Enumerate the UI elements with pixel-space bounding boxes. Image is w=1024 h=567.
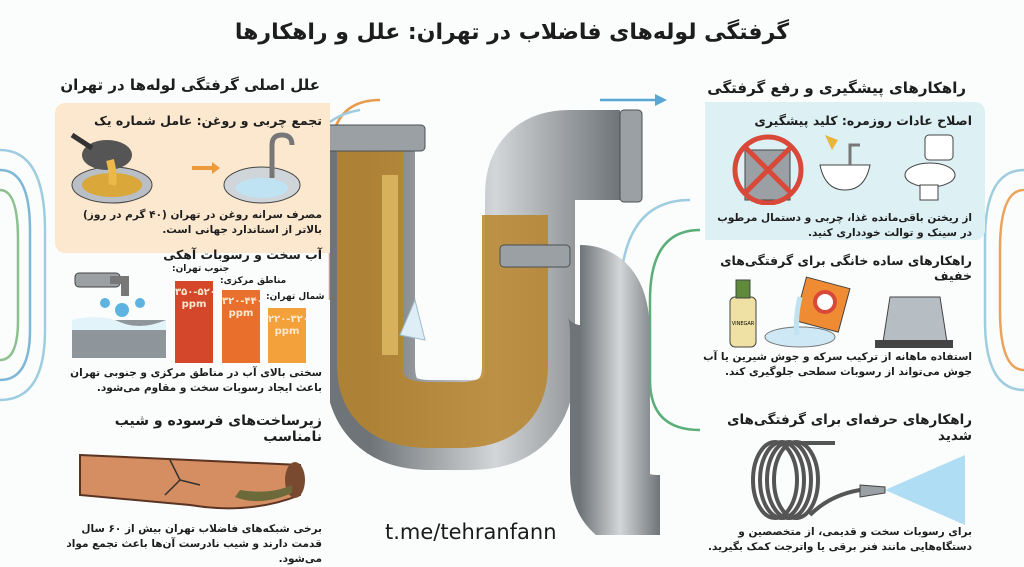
hard-water-title: آب سخت و رسوبات آهکی (163, 247, 322, 262)
bar-label-central: مناطق مرکزی: (220, 276, 287, 286)
cracked-pipe-icon (79, 453, 305, 510)
home-title: راهکارهای ساده خانگی برای گرفتگی‌های خفی… (720, 253, 972, 283)
habits-icons (732, 134, 956, 205)
infra-text: برخی شبکه‌های فاضلاب تهران بیش از ۶۰ سال… (66, 523, 322, 565)
hard-water-text: سختی بالای آب در مناطق مرکزی و جنوبی تهر… (70, 367, 322, 394)
habits-title: اصلاح عادات روزمره: کلید پیشگیری (754, 113, 972, 128)
clogged-pipe-illustration (330, 109, 662, 535)
page-title: گرفتگی لوله‌های فاضلاب در تهران: علل و ر… (234, 20, 790, 45)
vinegar-label: VINEGAR (732, 321, 755, 327)
solutions-heading: راهکارهای پیشگیری و رفع گرفتگی (707, 79, 966, 97)
causes-heading: علل اصلی گرفتگی لوله‌ها در تهران (60, 76, 320, 94)
telegram-channel-link[interactable]: t.me/tehranfann (385, 520, 557, 544)
dripping-faucet-icon (72, 272, 166, 358)
infra-title: زیرساخت‌های فرسوده و شیب نامناسب (114, 413, 322, 445)
fat-title: تجمع چربی و روغن: عامل شماره یک (94, 113, 322, 128)
fat-text: مصرف سرانه روغن در تهران (۴۰ گرم در روز)… (83, 209, 322, 236)
bar-label-south: جنوب تهران: (172, 264, 230, 274)
pro-text: برای رسوبات سخت و قدیمی، از متخصصین و دس… (708, 526, 972, 553)
pro-title: راهکارهای حرفه‌ای برای گرفتگی‌های شدید (727, 412, 972, 444)
habits-text: از ریختن باقی‌مانده غذا، چربی و دستمال م… (717, 212, 972, 239)
home-text: استفاده ماهانه از ترکیب سرکه و جوش شیرین… (703, 351, 972, 378)
bar-label-north: شمال تهران: (266, 292, 325, 302)
drain-snake-waterjet-icon (751, 440, 965, 525)
vinegar-soda-kettle-icons: VINEGAR (729, 276, 953, 348)
pan-and-sink-icon (70, 132, 301, 204)
